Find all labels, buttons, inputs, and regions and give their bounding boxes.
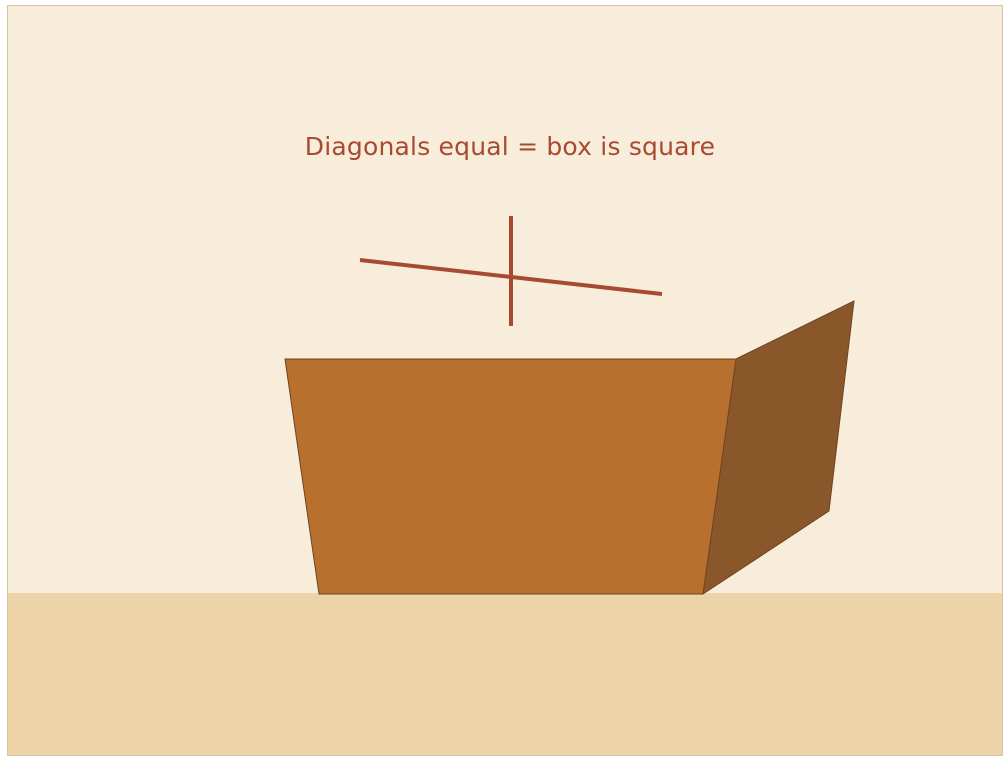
diagonal-check-cross-icon [359, 216, 663, 326]
floor [8, 593, 1002, 755]
wooden-box-icon [284, 300, 855, 596]
diagram-caption: Diagonals equal = box is square [304, 132, 716, 161]
box-side-face [702, 300, 855, 596]
diagram-scene: Diagonals equal = box is square [7, 5, 1003, 756]
box-front-face [284, 358, 737, 595]
diagram-graphic [284, 216, 855, 596]
